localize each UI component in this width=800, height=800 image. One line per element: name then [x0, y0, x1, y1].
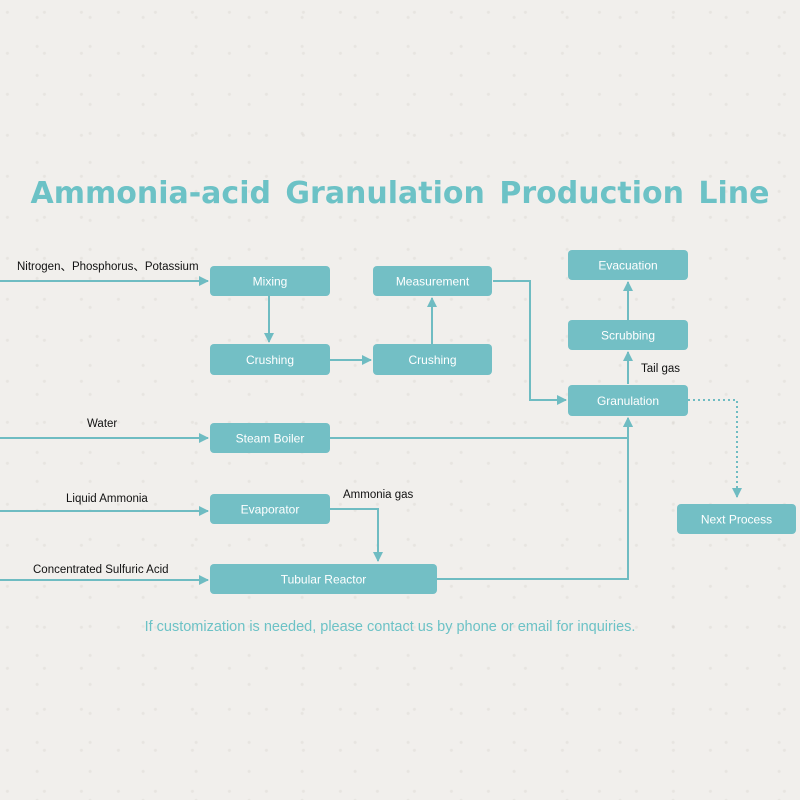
node-label: Crushing	[246, 353, 294, 367]
node-evacuation: Evacuation	[568, 250, 688, 280]
input-label-liquid-ammonia: Liquid Ammonia	[66, 493, 148, 505]
node-crushing-1: Crushing	[210, 344, 330, 375]
node-label: Granulation	[597, 394, 659, 408]
node-evaporator: Evaporator	[210, 494, 330, 524]
node-label: Next Process	[701, 513, 772, 527]
input-label-water: Water	[87, 418, 117, 430]
node-crushing-2: Crushing	[373, 344, 492, 375]
edge-measurement-to-granulation	[493, 280, 567, 405]
node-label: Steam Boiler	[236, 432, 305, 446]
edge-label-tail-gas: Tail gas	[641, 363, 680, 375]
edge-granulation-to-next-process	[688, 399, 742, 498]
edges	[0, 276, 742, 585]
edge-reactor-to-granulation	[437, 417, 633, 580]
edge-label-ammonia-gas: Ammonia gas	[343, 489, 414, 501]
node-label: Evaporator	[241, 503, 300, 517]
diagram-title: Ammonia-acid Granulation Production Line	[30, 176, 770, 211]
node-steam-boiler: Steam Boiler	[210, 423, 330, 453]
edge-steam-boiler-to-granulation	[330, 417, 633, 439]
node-label: Scrubbing	[601, 329, 655, 343]
node-label: Evacuation	[598, 259, 657, 273]
node-tubular-reactor: Tubular Reactor	[210, 564, 437, 594]
node-scrubbing: Scrubbing	[568, 320, 688, 350]
node-label: Tubular Reactor	[281, 573, 367, 587]
node-granulation: Granulation	[568, 385, 688, 416]
node-mixing: Mixing	[210, 266, 330, 296]
node-label: Measurement	[396, 275, 470, 289]
input-label-sulfuric-acid: Concentrated Sulfuric Acid	[33, 564, 169, 576]
node-measurement: Measurement	[373, 266, 492, 296]
input-label-npk: Nitrogen、Phosphorus、Potassium	[17, 261, 199, 273]
node-label: Mixing	[253, 275, 288, 289]
node-label: Crushing	[408, 353, 456, 367]
node-next-process: Next Process	[677, 504, 796, 534]
edge-evaporator-to-reactor	[330, 508, 383, 562]
contact-note: If customization is needed, please conta…	[144, 619, 636, 635]
